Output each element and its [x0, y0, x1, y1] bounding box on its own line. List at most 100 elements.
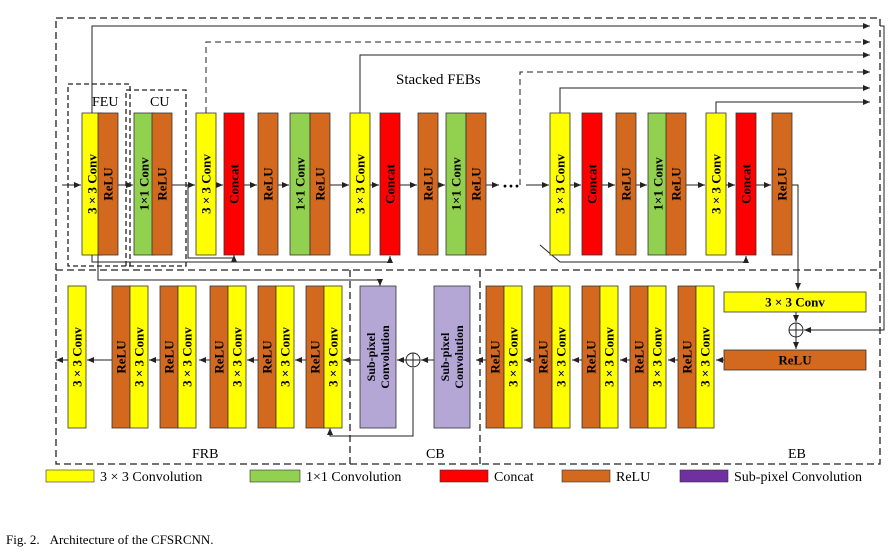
top-conv3-block-1-label: 3 × 3 Conv	[85, 154, 100, 214]
frb-relu-block-5-label: ReLU	[114, 340, 129, 374]
cb-subpixel-block-2	[433, 285, 471, 429]
frb-conv-block-4	[177, 285, 197, 429]
caption-text: Architecture of the CFSRCNN.	[49, 532, 214, 547]
top-relu-block-22	[771, 112, 793, 256]
top-conv1-block-8-label: 1×1 Conv	[293, 157, 308, 211]
caption-prefix: Fig. 2.	[6, 532, 40, 547]
eb-relu-block-4-label: ReLU	[632, 340, 647, 374]
legend-label-4: ReLU	[616, 470, 650, 485]
eb-conv-block-2	[551, 285, 571, 429]
eb-conv-block-1-label: 3 × 3 Conv	[506, 327, 521, 387]
eb-conv-block-4	[647, 285, 667, 429]
top-conv3-block-20-label: 3 × 3 Conv	[709, 154, 724, 214]
top-concat-block-11-label: Concat	[383, 163, 398, 203]
frb-conv-block-2	[275, 285, 295, 429]
top-conv1-block-18-label: 1×1 Conv	[651, 157, 666, 211]
legend-swatch-3	[439, 469, 489, 483]
ellipsis-label: ···	[502, 176, 520, 196]
cb-subpixel-block-1	[359, 285, 397, 429]
top-relu-block-2	[97, 112, 119, 256]
legend-swatch-4	[561, 469, 611, 483]
top-relu-block-19	[665, 112, 687, 256]
cb-output-line	[327, 368, 414, 437]
residual-to-sum	[804, 25, 885, 333]
frb-conv-block-5-label: 3 × 3 Conv	[132, 327, 147, 387]
top-relu-block-9-label: ReLU	[313, 167, 328, 201]
top-relu-block-2-label: ReLU	[101, 167, 116, 201]
eb-relu-block-1-label: ReLU	[488, 340, 503, 374]
top-conv3-block-10-label: 3 × 3 Conv	[353, 154, 368, 214]
top-relu-block-22-label: ReLU	[775, 167, 790, 201]
eb-relu-block	[723, 349, 867, 371]
skip-connection	[91, 23, 870, 113]
frb-label: FRB	[192, 447, 218, 462]
skip-connection	[559, 85, 870, 113]
top-relu-block-17-label: ReLU	[619, 167, 634, 201]
top-relu-block-17	[615, 112, 637, 256]
figure-caption: Fig. 2. Architecture of the CFSRCNN.	[6, 532, 224, 548]
cb-subpixel-block-2-label: Sub-pixelConvolution	[438, 325, 466, 389]
top-conv3-block-10	[349, 112, 371, 256]
top-relu-block-12	[417, 112, 439, 256]
frb-relu-block-3-label: ReLU	[212, 340, 227, 374]
eb-conv-block-1	[503, 285, 523, 429]
eb-conv-block	[723, 291, 867, 313]
top-conv3-block-15-label: 3 × 3 Conv	[553, 154, 568, 214]
frb-final-conv-block	[67, 285, 87, 429]
top-conv3-block-20	[705, 112, 727, 256]
top-relu-block-9	[309, 112, 331, 256]
frb-conv-block-1-label: 3 × 3 Conv	[326, 327, 341, 387]
eb-conv-block-2-label: 3 × 3 Conv	[554, 327, 569, 387]
top-conv3-block-5-label: 3 × 3 Conv	[199, 154, 214, 214]
top-relu-block-12-label: ReLU	[421, 167, 436, 201]
legend-label-1: 3 × 3 Convolution	[100, 470, 202, 485]
top-concat-block-6	[223, 112, 245, 256]
region-labels: FEU CU Stacked FEBs ··· FRB CB EB	[92, 72, 806, 462]
skip-connection	[359, 52, 870, 113]
stacked-febs-label: Stacked FEBs	[396, 72, 481, 88]
eb-conv-label: 3 × 3 Conv	[765, 295, 825, 310]
legend: 3 × 3 Convolution 1×1 Convolution Concat Re…	[45, 469, 862, 485]
eb-label: EB	[788, 447, 806, 462]
feu-label: FEU	[92, 95, 118, 110]
region-frames	[55, 17, 881, 465]
top-concat-block-21-label: Concat	[739, 163, 754, 203]
legend-swatch-2	[249, 469, 301, 483]
cb-label: CB	[426, 447, 445, 462]
eb-conv-block-3	[599, 285, 619, 429]
frb-final-conv-block-label: 3 × 3 Conv	[70, 327, 85, 387]
eb-conv-block-5	[695, 285, 715, 429]
top-concat-block-21	[735, 112, 757, 256]
legend-swatch-1	[45, 469, 95, 483]
legend-label-2: 1×1 Convolution	[306, 470, 401, 485]
feu-frame	[67, 83, 131, 267]
frb-conv-block-1	[323, 285, 343, 429]
top-concat-block-16-label: Concat	[585, 163, 600, 203]
to-eb-arrow	[792, 184, 801, 290]
outer-frame	[55, 17, 881, 465]
frb-conv-block-3	[227, 285, 247, 429]
frb-relu-block-4-label: ReLU	[162, 340, 177, 374]
frb-relu-block-2-label: ReLU	[260, 340, 275, 374]
top-relu-block-14-label: ReLU	[469, 167, 484, 201]
top-conv3-block-15	[549, 112, 571, 256]
top-relu-block-4-label: ReLU	[155, 167, 170, 201]
frb-conv-block-4-label: 3 × 3 Conv	[180, 327, 195, 387]
eb-relu-block-2-label: ReLU	[536, 340, 551, 374]
top-relu-block-7	[257, 112, 279, 256]
legend-swatch-5	[679, 469, 729, 483]
skip-connection	[715, 99, 870, 113]
top-conv3-block-5	[195, 112, 217, 256]
frb-relu-block-1-label: ReLU	[308, 340, 323, 374]
top-relu-block-4	[151, 112, 173, 256]
cb-skip-line	[97, 255, 383, 286]
legend-label-3: Concat	[494, 470, 534, 485]
frb-conv-block-3-label: 3 × 3 Conv	[230, 327, 245, 387]
eb-conv-block-3-label: 3 × 3 Conv	[602, 327, 617, 387]
eb-relu-block-5-label: ReLU	[680, 340, 695, 374]
skip-connection	[519, 69, 870, 185]
eb-relu-label: ReLU	[778, 353, 812, 368]
concat-feed	[91, 255, 393, 263]
